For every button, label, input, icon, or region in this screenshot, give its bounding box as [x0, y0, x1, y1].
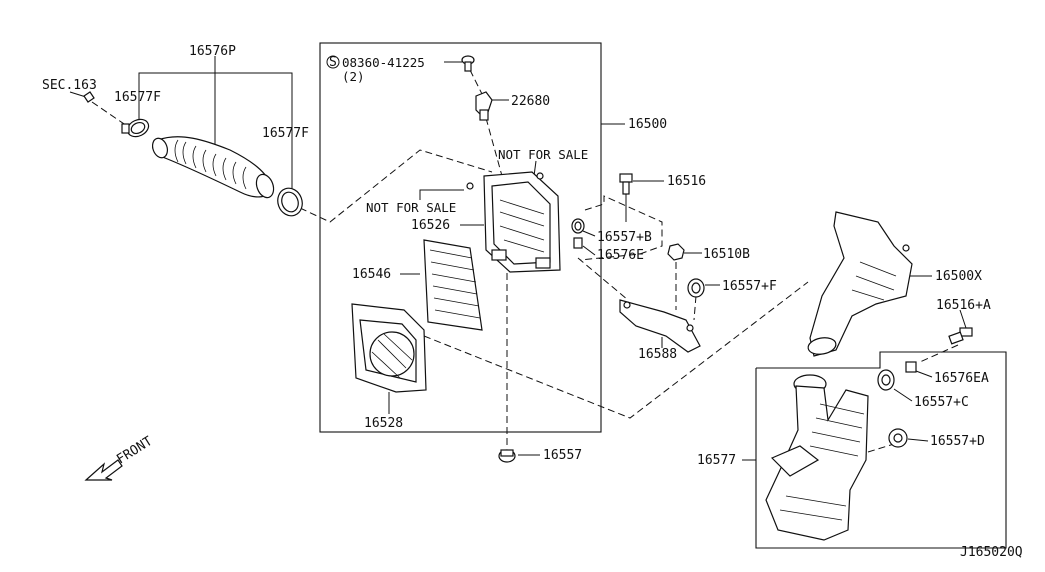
grommet-16557: [498, 449, 516, 463]
label-not-for-sale-b: NOT FOR SALE: [366, 200, 456, 215]
label-not-for-sale-a: NOT FOR SALE: [498, 147, 588, 162]
label-22680: 22680: [511, 94, 550, 109]
sensor-22680: [475, 91, 493, 121]
duct-hose-16576P: [151, 136, 275, 199]
label-16500X: 16500X: [935, 269, 982, 284]
label-diagram-id: J165020Q: [960, 545, 1023, 560]
grommet-16557B: [571, 218, 585, 234]
label-16557: 16557: [543, 448, 582, 463]
label-16576P: 16576P: [189, 44, 236, 59]
filter-element-16546: [423, 239, 483, 331]
label-front: FRONT: [114, 434, 155, 468]
label-16577F-right: 16577F: [262, 126, 309, 141]
label-16516: 16516: [667, 174, 706, 189]
assembly-box-16577: [755, 351, 1007, 549]
label-16577F-left: 16577F: [114, 90, 161, 105]
bolt-08360: S: [326, 55, 475, 72]
label-16546: 16546: [352, 267, 391, 282]
assembly-box-16500: [319, 42, 602, 433]
air-cleaner-lower-16528: [351, 303, 427, 393]
clip-sec163: [83, 91, 95, 103]
bracket-16588: [619, 299, 701, 353]
clamp-16577F-left: [121, 118, 150, 138]
air-cleaner-upper-16526: [466, 171, 561, 273]
grommet-16557F: [687, 278, 705, 298]
label-16588: 16588: [638, 347, 677, 362]
label-16510B: 16510B: [703, 247, 750, 262]
label-16576E: 16576E: [597, 248, 644, 263]
duct-16500X: [807, 211, 913, 357]
collar-16576E: [573, 237, 583, 249]
label-16576EA: 16576EA: [934, 371, 989, 386]
label-16500: 16500: [628, 117, 667, 132]
label-16557D: 16557+D: [930, 434, 985, 449]
label-16526: 16526: [411, 218, 450, 233]
grommet-16557C: [877, 369, 895, 391]
grommet-16557D: [888, 428, 908, 448]
label-bolt-qty: (2): [342, 69, 365, 84]
label-16557B: 16557+B: [597, 230, 652, 245]
clamp-16577F-right: [277, 187, 303, 217]
nut-16510B: [667, 243, 685, 261]
bolt-16516: [619, 173, 633, 195]
label-16528: 16528: [364, 416, 403, 431]
label-bolt-code: 08360-41225: [342, 55, 425, 70]
label-sec163: SEC.163: [42, 78, 97, 93]
label-16516A: 16516+A: [936, 298, 991, 313]
collar-16576EA: [905, 361, 917, 373]
resonator-16577: [765, 374, 869, 541]
bolt-16516A: [948, 327, 973, 345]
label-16557C: 16557+C: [914, 395, 969, 410]
label-16577: 16577: [697, 453, 736, 468]
svg-text:S: S: [329, 55, 337, 70]
label-16557F: 16557+F: [722, 279, 777, 294]
